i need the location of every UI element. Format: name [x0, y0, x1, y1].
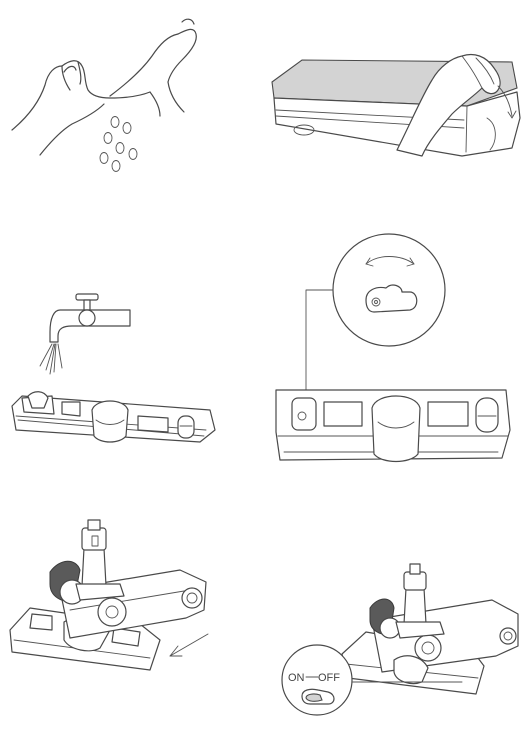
switch-on-label: ON	[288, 672, 305, 684]
faucet-rinse-icon	[0, 270, 262, 470]
switch-on-off-icon: ON OFF	[262, 560, 524, 739]
step-5-attach-mop	[0, 500, 262, 720]
remove-pad-icon	[262, 0, 524, 200]
switch-off-label: OFF	[318, 672, 340, 684]
step-4-rotate-knob	[262, 220, 524, 480]
attach-mop-icon	[0, 500, 262, 720]
hands-rubbing-icon	[0, 0, 262, 200]
step-6-switch-lock: ON OFF	[262, 560, 524, 739]
rotate-knob-icon	[262, 220, 524, 480]
step-3-rinse-under-faucet	[0, 270, 262, 470]
step-2-remove-pad	[262, 0, 524, 200]
step-1-hands-rubbing	[0, 0, 262, 200]
